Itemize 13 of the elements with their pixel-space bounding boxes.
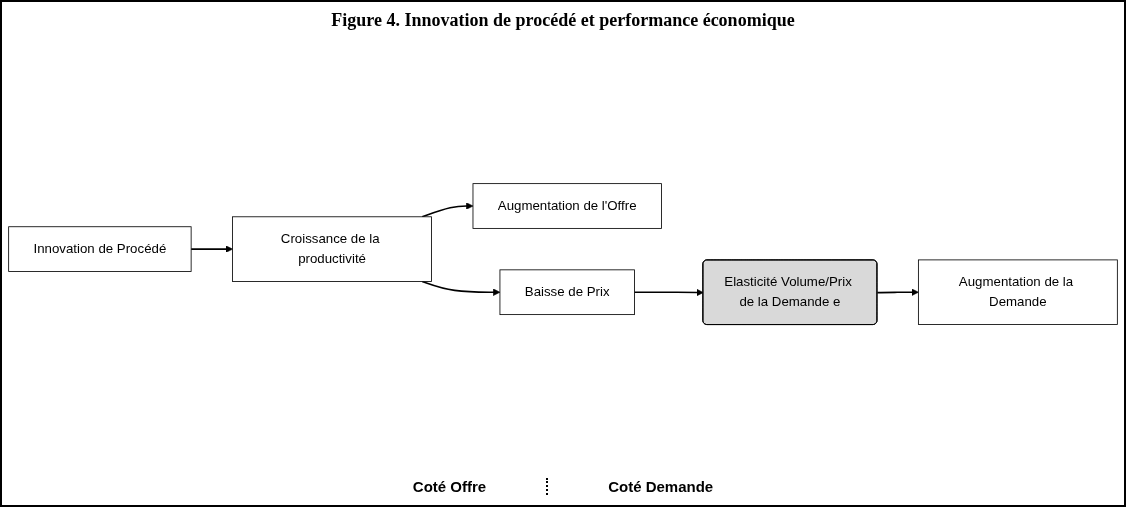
arrow (633, 289, 704, 297)
arrow (876, 289, 919, 297)
arrow (421, 202, 474, 219)
arrow (190, 245, 233, 254)
node-box: Croissance de la productivité (232, 216, 432, 283)
side-label: Coté Offre (412, 478, 487, 495)
node-box: Baisse de Prix (499, 269, 635, 316)
node-box: Augmentation de l'Offre (472, 183, 662, 230)
side-label: Coté Demande (608, 478, 714, 495)
figure-title: Figure 4. Innovation de procédé et performance économique (331, 10, 795, 31)
arrow (421, 281, 501, 297)
node-box: Innovation de Procédé (8, 226, 192, 273)
node-box: Augmentation de la Demande (917, 259, 1118, 326)
